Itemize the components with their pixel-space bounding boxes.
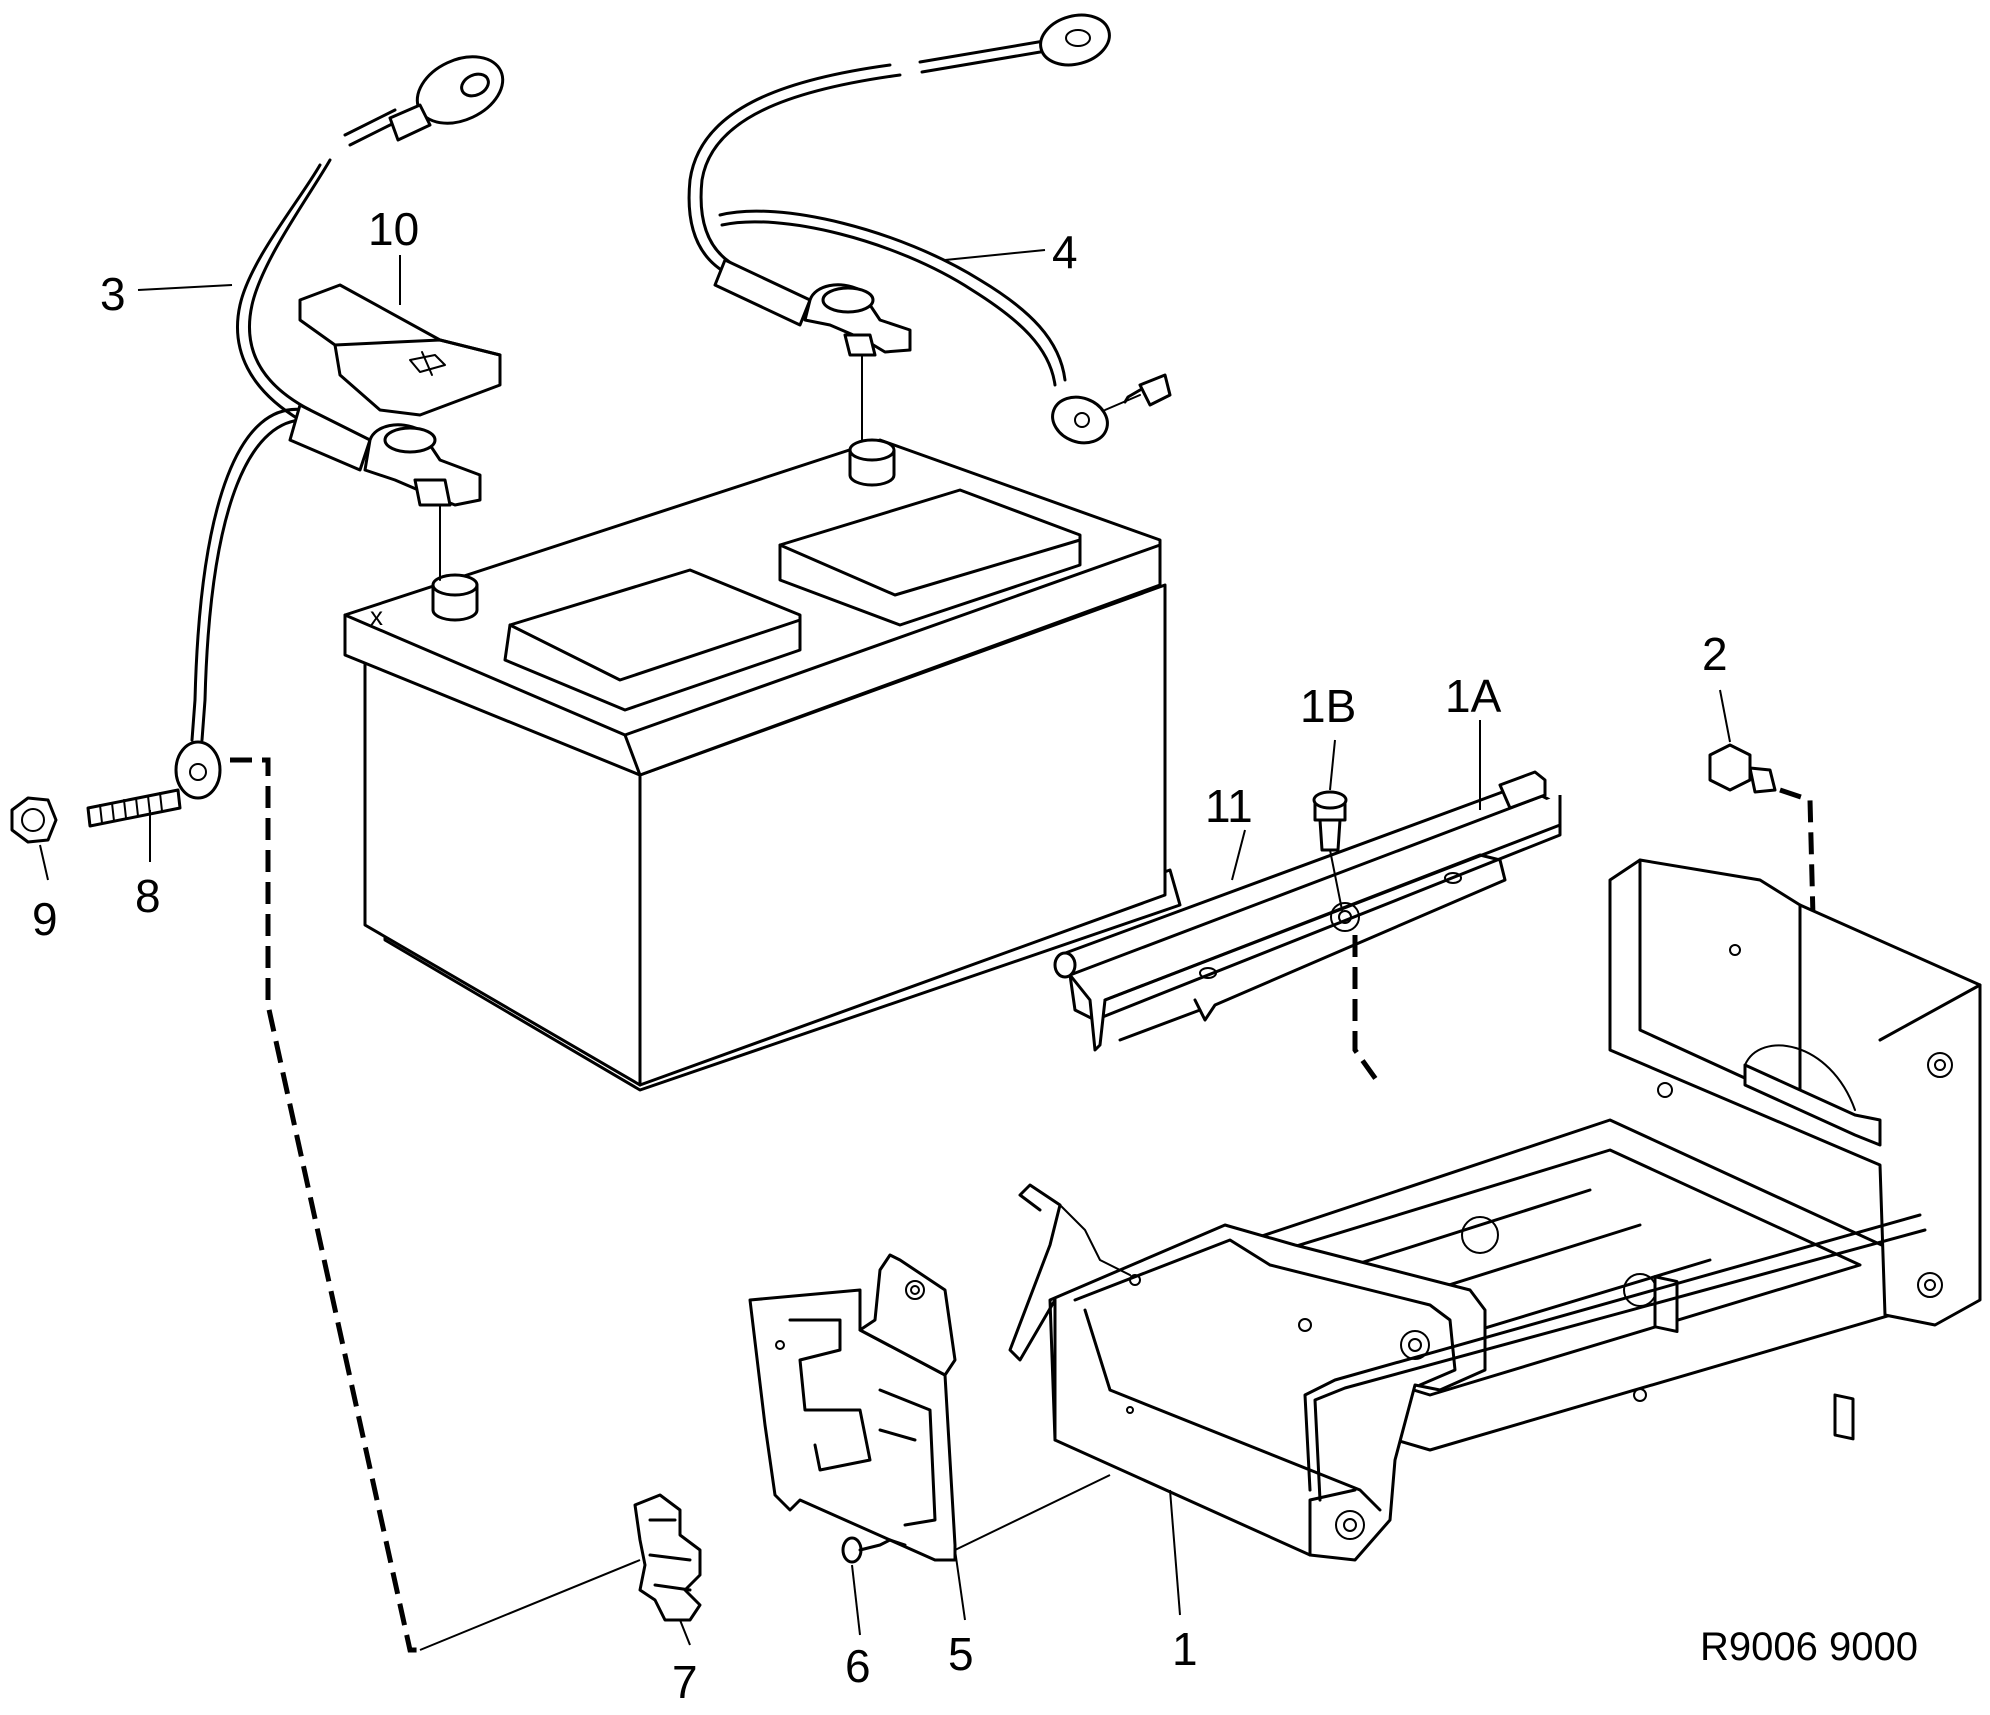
callout-8: 8 — [135, 870, 161, 922]
callout-7: 7 — [672, 1656, 698, 1708]
battery-tray-1 — [1008, 858, 1982, 1562]
bracket-5 — [748, 1253, 957, 1562]
clip-7 — [633, 1493, 702, 1622]
callout-labels: 3 4 10 8 9 11 1B 1A 2 1 5 6 7 — [32, 203, 1728, 1708]
callout-9: 9 — [32, 893, 58, 945]
callout-1a: 1A — [1445, 670, 1502, 722]
callout-5: 5 — [948, 1628, 974, 1680]
terminal-cover-10 — [298, 283, 502, 417]
callout-4: 4 — [1052, 226, 1078, 278]
callout-10: 10 — [368, 203, 419, 255]
callout-3: 3 — [100, 268, 126, 320]
hold-down-bar-1a — [1068, 793, 1562, 1052]
foam-pad-11 — [1053, 770, 1547, 979]
screw-6 — [841, 1536, 907, 1564]
leader-lines — [39, 249, 1731, 1651]
nut-9 — [10, 796, 58, 844]
callout-6: 6 — [845, 1640, 871, 1692]
battery: x — [343, 438, 1182, 1092]
stud-8 — [86, 788, 182, 828]
terminal-mark-label: x — [370, 601, 383, 631]
callout-2: 2 — [1702, 628, 1728, 680]
assembly-line-ground — [230, 757, 420, 1653]
callout-1b: 1B — [1300, 680, 1356, 732]
positive-terminal-post — [848, 438, 896, 487]
reference-code: R9006 9000 — [1700, 1625, 1918, 1669]
callout-1: 1 — [1172, 1623, 1198, 1675]
negative-terminal-post — [431, 573, 479, 622]
bolt-1b — [1312, 790, 1383, 1087]
cable-3 — [174, 55, 505, 800]
cable-4 — [687, 13, 1172, 445]
bolt-2 — [1708, 743, 1818, 996]
callout-11: 11 — [1205, 780, 1253, 832]
